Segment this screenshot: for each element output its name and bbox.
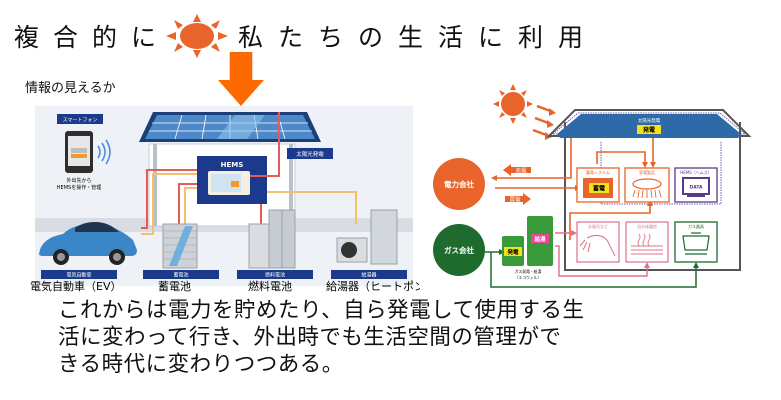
data-wires bbox=[141, 173, 357, 235]
floor-heating-icon bbox=[631, 233, 663, 255]
gen-badge-label: 発電 bbox=[507, 248, 519, 256]
gas-flow-lines bbox=[485, 251, 697, 288]
ceiling-light-icon bbox=[632, 178, 662, 190]
caption-text: これからは電力を貯めたり、自ら発電して使用する生 活に変わって行き、外出時でも生… bbox=[58, 297, 758, 378]
device-labels: 電気自動車（EV） 蓄電池 燃料電池 給湯器（ヒートポンプ） bbox=[30, 279, 420, 293]
appliance-title: 家電製品 bbox=[639, 169, 655, 175]
heat-pump-icon bbox=[336, 209, 398, 265]
hems-screen-label: DATA bbox=[689, 185, 703, 191]
caption-line: 活に変わって行き、外出時でも生活空間の管理がで bbox=[58, 325, 562, 350]
roof-label: 太陽光発電 bbox=[638, 117, 661, 124]
sell-arrow bbox=[503, 164, 531, 176]
storage-battery-icon bbox=[162, 223, 198, 269]
power-wires bbox=[141, 112, 280, 229]
gas-appliance-title: ガス器具 bbox=[688, 223, 704, 229]
buy-label: 買電 bbox=[509, 197, 521, 204]
floor-heating-box bbox=[625, 221, 669, 263]
caption-line: きる時代に変わりつつある。 bbox=[58, 352, 344, 377]
title-left: 複合的に bbox=[14, 23, 171, 52]
gas-company-label: ガス会社 bbox=[444, 245, 474, 255]
fuel-cell-icon bbox=[248, 209, 296, 269]
monitor-icon bbox=[682, 177, 710, 195]
energy-flow-diagram: 太陽光発電 発電 電力会社 売電 買電 蓄電システム 蓄電 家電製品 HEMS（… bbox=[433, 84, 752, 288]
smartphone-caption-2: HEMSを操作・管理 bbox=[57, 184, 101, 191]
caption-line: これからは電力を貯めたり、自ら発電して使用する生 bbox=[58, 298, 585, 323]
smartphone-caption-1: 外出先から bbox=[66, 177, 91, 184]
storage-badge-label: 蓄電 bbox=[593, 185, 605, 193]
electric-car-icon bbox=[39, 222, 137, 265]
roof-badge-label: 発電 bbox=[643, 126, 655, 134]
hot-water-flow-lines bbox=[555, 232, 648, 277]
bath-box bbox=[576, 221, 620, 263]
power-company-label: 電力会社 bbox=[444, 179, 474, 189]
hems-title: HEMS（ヘムズ） bbox=[680, 169, 712, 175]
wireless-icon bbox=[97, 139, 111, 165]
roof-badge bbox=[637, 125, 661, 134]
bath-title: お風呂など bbox=[588, 223, 608, 229]
device-tag-ev: 電気自動車 bbox=[66, 272, 91, 279]
electric-flow-lines bbox=[495, 138, 654, 240]
sun-icon bbox=[166, 14, 229, 58]
title-right: 私たちの生活に利用 bbox=[238, 23, 599, 52]
device-label-ev: 電気自動車（EV） bbox=[30, 279, 121, 293]
title-row: 複合的に 私たちの生活に利用 bbox=[14, 14, 599, 58]
solar-panel-roof bbox=[139, 112, 321, 142]
storage-title: 蓄電システム bbox=[586, 169, 610, 175]
device-tag-heater: 給湯器 bbox=[361, 272, 376, 279]
device-label-fuelcell: 燃料電池 bbox=[248, 279, 292, 293]
device-tag-fuelcell: 燃料電池 bbox=[265, 272, 285, 279]
solar-tag bbox=[287, 148, 333, 159]
power-company-circle bbox=[433, 158, 485, 210]
hems-house-diagram: 太陽光発電 HEMS スマートフォン 外出先から HEMSを操作・管理 bbox=[35, 106, 413, 286]
ecowill-caption-1: ガス発電・給湯 bbox=[515, 269, 542, 274]
down-arrow-icon bbox=[218, 52, 264, 106]
solar-tag-label: 太陽光発電 bbox=[296, 150, 324, 158]
hotwater-badge-label: 給湯 bbox=[534, 235, 546, 243]
smartphone-tag bbox=[57, 114, 103, 124]
gas-appliance-box bbox=[674, 221, 718, 263]
subtitle: 情報の見えるか bbox=[25, 81, 116, 96]
hotwater-badge bbox=[531, 234, 549, 243]
device-label-battery: 蓄電池 bbox=[158, 280, 191, 293]
device-label-heater: 給湯器（ヒートポンプ） bbox=[326, 279, 420, 293]
buy-arrow bbox=[505, 193, 531, 205]
floor-title: 浴水床暖房 bbox=[637, 223, 657, 229]
sun-icon bbox=[493, 84, 533, 124]
storage-badge bbox=[589, 183, 609, 193]
gen-badge bbox=[504, 247, 522, 256]
device-tags: 電気自動車 蓄電池 燃料電池 給湯器 bbox=[41, 270, 407, 279]
ecowill-caption-2: （エコウィル） bbox=[515, 275, 541, 280]
hems-label: HEMS bbox=[221, 161, 244, 169]
device-tag-battery: 蓄電池 bbox=[173, 272, 188, 279]
gas-company-circle bbox=[433, 224, 485, 276]
sell-label: 売電 bbox=[515, 167, 527, 175]
shower-icon bbox=[579, 234, 616, 257]
pot-icon bbox=[682, 232, 710, 255]
smartphone-tag-label: スマートフォン bbox=[63, 118, 98, 124]
